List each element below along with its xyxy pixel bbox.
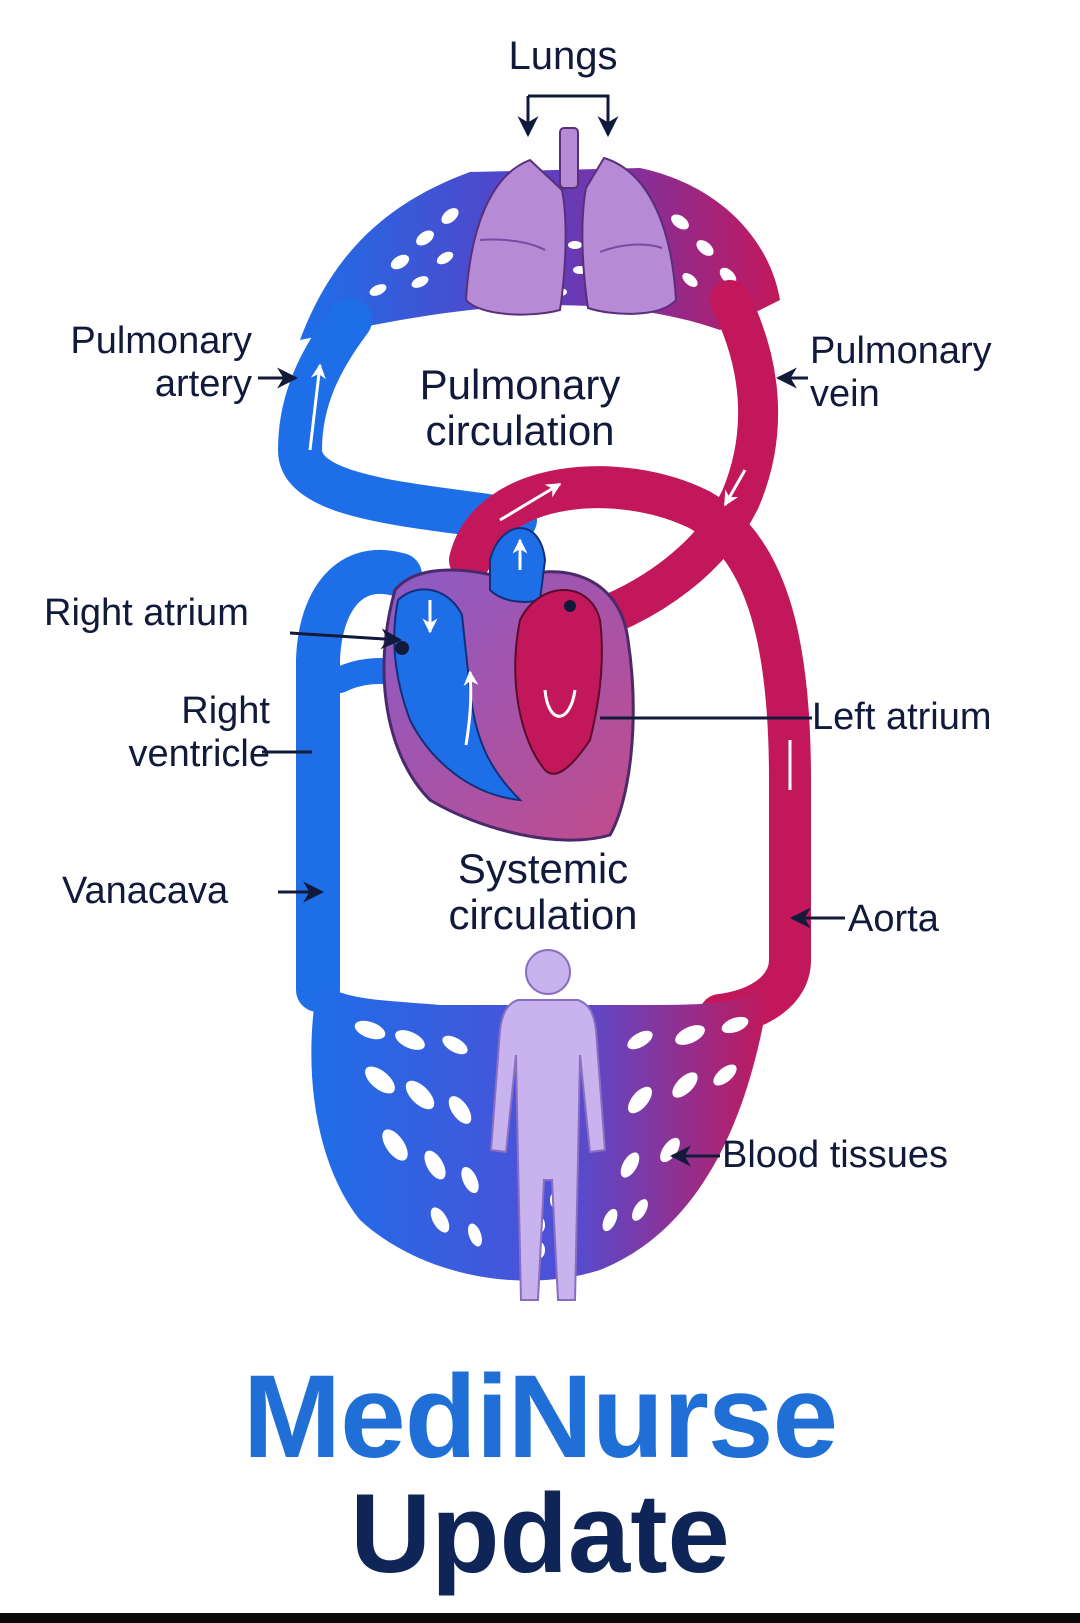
right-ventricle-label-line2: ventricle [128,733,271,775]
pulmonary-vein-vessel [575,280,779,640]
pulmonary-circulation-label: Pulmonary circulation [390,362,650,454]
brand-subtitle: Update [350,1471,730,1596]
left-atrium-label: Left atrium [812,696,992,738]
systemic-circulation-label-line1: Systemic [457,845,629,892]
aorta-label: Aorta [848,898,939,940]
pulmonary-artery-label-line2: artery [154,363,252,405]
lungs-icon [464,127,678,316]
pulmonary-circulation-label-line1: Pulmonary [419,361,621,408]
vena-cava-vessel [296,549,422,1012]
blood-tissues-label: Blood tissues [722,1134,949,1176]
pulmonary-vein-label-line2: vein [810,373,880,415]
brand-title: MediNurse [242,1351,838,1483]
leader-lines [258,94,845,1167]
pulmonary-artery-label-line1: Pulmonary [70,320,252,362]
bottom-border [0,1613,1080,1623]
flow-arrows [308,363,792,790]
heart-icon [382,527,635,842]
right-atrium-label: Right atrium [44,592,249,634]
human-figure-icon [489,949,607,1301]
pulmonary-circulation-label-line2: circulation [425,407,615,454]
systemic-circulation-label-line2: circulation [448,891,638,938]
lungs-label: Lungs [508,34,618,78]
systemic-circulation-label: Systemic circulation [418,846,668,938]
right-ventricle-label: Right ventricle [30,690,271,776]
vanacava-label: Vanacava [62,870,229,912]
pulmonary-artery-label: Pulmonary artery [20,320,252,406]
pulmonary-vein-label-line1: Pulmonary [810,330,992,372]
pulmonary-vein-label: Pulmonary vein [810,330,992,416]
right-ventricle-label-line1: Right [181,690,270,732]
